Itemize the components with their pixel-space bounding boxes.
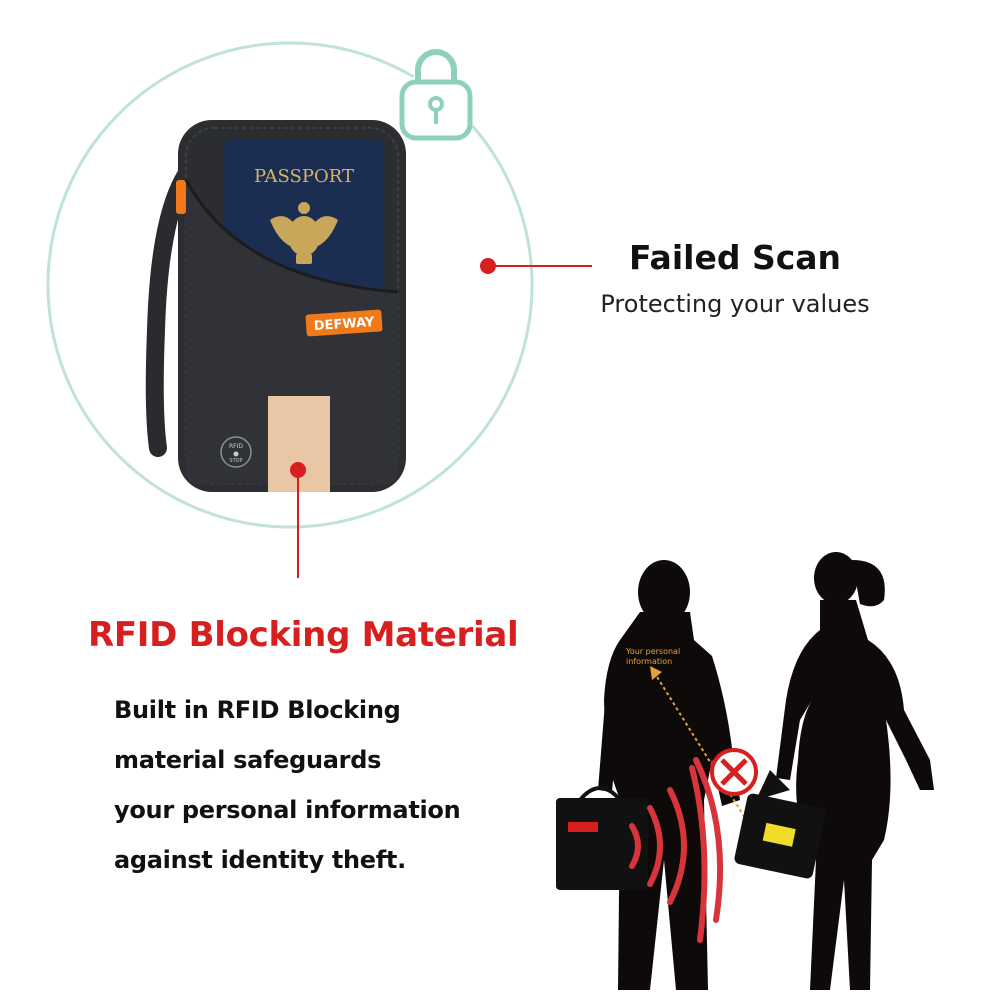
rfid-signal-waves [629, 757, 724, 943]
rfid-stop-icon: RFID STOP [220, 436, 252, 468]
travel-pouch: PASSPORT DEFWAY RFID STOP [176, 120, 406, 492]
description-line: Built in RFID Blocking [114, 696, 401, 724]
material-heading: RFID Blocking Material [88, 615, 519, 655]
material-description: Built in RFID Blocking material safeguar… [114, 690, 514, 890]
blocked-x-icon [710, 748, 758, 796]
description-line: material safeguards [114, 746, 382, 774]
callout-heading: Failed Scan [628, 238, 842, 277]
svg-text:Your personal: Your personal [625, 647, 680, 656]
description-line: your personal information [114, 796, 461, 824]
svg-text:information: information [626, 657, 672, 666]
brand-patch: DEFWAY [305, 309, 383, 337]
svg-text:DEFWAY: DEFWAY [313, 315, 375, 334]
svg-text:STOP: STOP [229, 458, 242, 464]
bag-left [556, 786, 648, 890]
bag-right [734, 770, 826, 879]
svg-text:RFID: RFID [229, 443, 243, 450]
highlight-circle [46, 41, 534, 529]
red-dot-marker-icon [480, 258, 592, 274]
woman-silhouette [776, 552, 934, 990]
red-dot-marker-icon [290, 462, 306, 578]
callout-subheading: Protecting your values [600, 290, 870, 318]
pickpocket-scene: Your personal information [556, 552, 934, 990]
description-line: against identity theft. [114, 846, 406, 874]
lock-icon [396, 49, 476, 150]
passport-label: PASSPORT [254, 166, 354, 187]
